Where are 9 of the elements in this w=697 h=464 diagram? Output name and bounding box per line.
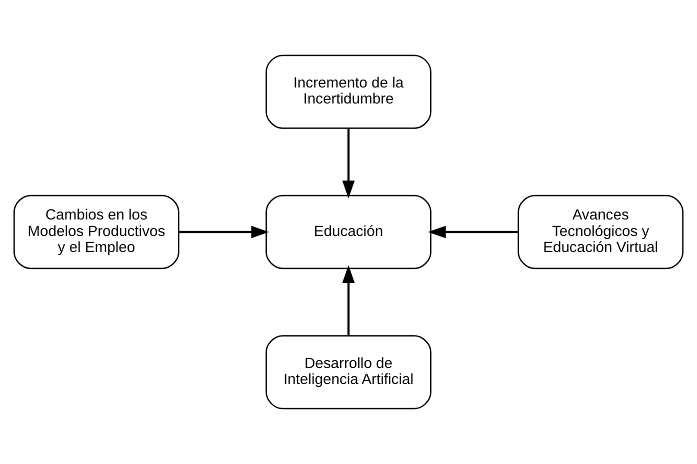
arrow [428,226,518,238]
arrow [342,265,355,336]
node-box: Cambios en los Modelos Productivos y el Empleo [13,194,180,270]
arrow [179,226,270,238]
node-box: Incremento de la Incertidumbre [266,54,432,129]
arrow [342,128,355,198]
node-box: Avances Tecnológicos y Educación Virtual [518,194,684,270]
node-box: Educación [266,194,432,270]
node-box: Desarrollo de Inteligencia Artificial [266,335,432,410]
